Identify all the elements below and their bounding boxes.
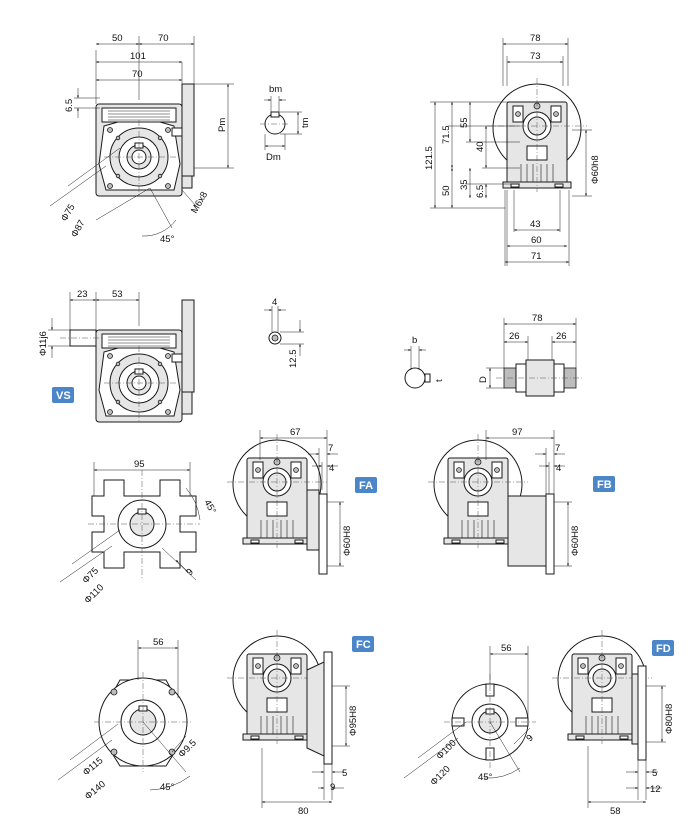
dim-35: 35	[459, 179, 470, 190]
dim-9-fc: 9	[330, 782, 335, 793]
fc-front-view: Φ95H8 5 9 80 FC	[226, 629, 374, 817]
svg-text:VS: VS	[56, 390, 71, 402]
fd-front-view: Φ80H8 5 12 58 FD	[551, 629, 675, 817]
dim-40: 40	[475, 141, 486, 152]
flange-a-plate: 95 45° Φ75 Φ110 9	[59, 459, 218, 606]
dim-tm: tm	[300, 117, 311, 128]
dim-d60h8-fa: Φ60H8	[342, 526, 353, 556]
badge-fd: FD	[652, 640, 674, 656]
dim-d60h8: Φ60h8	[590, 155, 601, 184]
dim-d60h8-fb: Φ60H8	[570, 526, 581, 556]
dim-12-5: 12.5	[288, 350, 299, 369]
dim-73: 73	[530, 51, 541, 62]
vs-side-view: 23 53 Φ11j6 VS	[38, 289, 195, 423]
dim-m6x8: M6x8	[189, 190, 210, 216]
dim-dm: Dm	[266, 152, 281, 163]
dim-d87: Φ87	[69, 218, 88, 239]
fa-front-view: 67 7 4 Φ60H8 FA	[226, 427, 377, 575]
dim-26-left: 26	[509, 331, 520, 342]
dim-56-flange-c: 56	[153, 637, 164, 648]
dim-bm: bm	[269, 84, 282, 95]
dim-45-flange-a: 45°	[201, 498, 218, 516]
dim-95-flange-a: 95	[134, 459, 145, 470]
dim-5-fc: 5	[342, 768, 347, 779]
dim-b: b	[412, 335, 417, 346]
svg-text:FD: FD	[656, 643, 671, 655]
dim-6-5: 6.5	[64, 99, 75, 112]
dim-70-top: 70	[158, 33, 169, 44]
hollow-shaft-keyway: bm tm Dm	[260, 84, 311, 163]
svg-text:FA: FA	[359, 480, 373, 492]
badge-fb: FB	[593, 476, 615, 492]
dim-7-fb: 7	[555, 443, 560, 454]
dim-9-flange-a: 9	[184, 567, 196, 579]
dim-53: 53	[112, 289, 123, 300]
main-front-view: 78 73 121.5 71.5 50 55 35 40 6.5 Φ60h8	[424, 33, 601, 266]
dim-d100-flange-d: Φ100	[434, 738, 458, 762]
dim-97-fb: 97	[512, 427, 523, 438]
dim-71: 71	[531, 251, 542, 262]
flange-c-plate: 56 Φ9.5 Φ115 Φ140 45°	[57, 637, 199, 802]
dim-5-fd: 5	[652, 768, 657, 779]
dim-6-5-front: 6.5	[475, 185, 486, 198]
dim-26-right: 26	[556, 331, 567, 342]
dim-58-fd: 58	[610, 806, 621, 817]
dim-45: 45°	[160, 234, 175, 245]
dim-23: 23	[77, 289, 88, 300]
dim-67-fa: 67	[290, 427, 301, 438]
dim-d115-flange-c: Φ115	[81, 755, 105, 778]
badge-fc: FC	[352, 636, 374, 652]
dim-50-front: 50	[441, 185, 452, 196]
dim-78-shaft: 78	[532, 313, 543, 324]
dim-101: 101	[130, 51, 146, 62]
flange-d-plate: 56 9 Φ100 Φ120 45°	[403, 643, 536, 788]
dim-9-flange-d: 9	[524, 733, 536, 745]
badge-vs: VS	[52, 387, 74, 403]
dim-d11j6: Φ11j6	[38, 331, 49, 356]
dim-d75: Φ75	[59, 202, 78, 223]
main-side-view: 50 70 101 70 6.5 Pm Φ75 Φ87 45° M6x8	[49, 33, 234, 245]
dim-55: 55	[459, 117, 470, 128]
svg-text:FC: FC	[356, 639, 371, 651]
dim-71-5: 71.5	[441, 126, 452, 145]
badge-fa: FA	[355, 477, 377, 493]
dim-12-fd: 12	[650, 784, 661, 795]
dim-56-flange-d: 56	[501, 643, 512, 654]
dim-7-fa: 7	[328, 443, 333, 454]
dim-d: D	[478, 376, 489, 383]
dim-pm: Pm	[217, 118, 228, 132]
dim-d140-flange-c: Φ140	[83, 779, 108, 802]
dim-4-fb: 4	[556, 463, 561, 474]
svg-text:FB: FB	[597, 479, 612, 491]
dim-70-inner: 70	[132, 69, 143, 80]
double-output-shaft: b t 78 26 26 D	[404, 313, 584, 397]
fb-front-view: 97 7 4 Φ60H8 FB	[427, 427, 615, 575]
dim-45-flange-c: 45°	[160, 782, 175, 793]
input-shaft-key: 4 12.5	[264, 297, 304, 368]
dim-d120-flange-d: Φ120	[428, 764, 452, 788]
dim-d80h8-fd: Φ80H8	[664, 704, 675, 734]
dim-43: 43	[530, 219, 541, 230]
dim-78: 78	[530, 33, 541, 44]
dim-t: t	[434, 379, 445, 382]
dim-121-5: 121.5	[424, 146, 435, 170]
dim-80-fc: 80	[298, 806, 309, 817]
dim-d95h8-fc: Φ95H8	[348, 706, 359, 736]
dim-60: 60	[531, 235, 542, 246]
dim-45-flange-d: 45°	[478, 772, 493, 783]
dim-4-fa: 4	[329, 463, 334, 474]
dim-4-key: 4	[272, 297, 277, 308]
dim-d110-flange-a: Φ110	[82, 582, 106, 606]
dim-50: 50	[112, 33, 123, 44]
